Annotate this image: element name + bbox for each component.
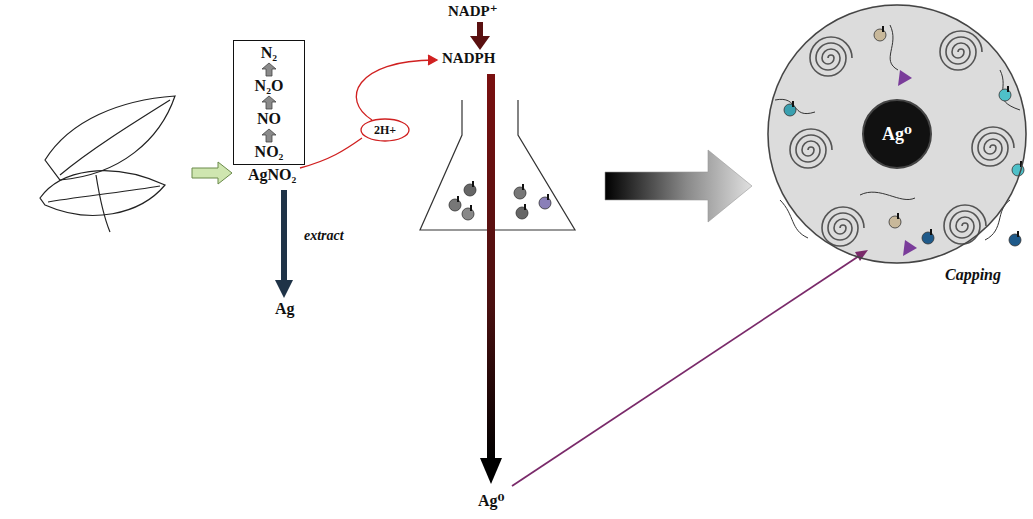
- chemical-label: Ag⁰: [478, 491, 505, 510]
- nadp-arrow: [470, 22, 490, 50]
- red-curve: [300, 55, 437, 168]
- node-text: NO₂: [255, 143, 284, 161]
- capped-particle: [767, 4, 1027, 264]
- node-text: N₂O: [255, 77, 284, 95]
- long-arrow: [480, 74, 502, 484]
- node-text: Ag⁰: [862, 123, 932, 145]
- proton-circle: 2H+: [360, 118, 410, 142]
- chemical-label: NADP⁺: [448, 2, 498, 20]
- chemical-label: Ag: [275, 300, 295, 318]
- leader-line: [512, 250, 868, 486]
- caption-heading: Capping: [945, 266, 1001, 284]
- flask: [420, 100, 575, 230]
- up-arrows: [262, 63, 276, 142]
- big-arrow: [605, 150, 752, 222]
- capped-particle-circle: CappingAg⁰: [767, 4, 1027, 264]
- silver-core: Ag⁰: [862, 99, 932, 169]
- node-text: N₂: [261, 44, 277, 62]
- process-label: extract: [304, 228, 344, 244]
- node-text: NO: [257, 110, 281, 128]
- extract-arrow: [275, 190, 293, 298]
- leaf-drawing: [40, 96, 175, 232]
- gas-box: N₂ N₂O NO NO₂: [233, 40, 305, 165]
- chemical-label: NADPH: [442, 50, 495, 67]
- chemical-label: AgNO₂: [248, 166, 296, 184]
- green-arrow: [192, 162, 232, 184]
- node-text: 2H+: [360, 123, 410, 137]
